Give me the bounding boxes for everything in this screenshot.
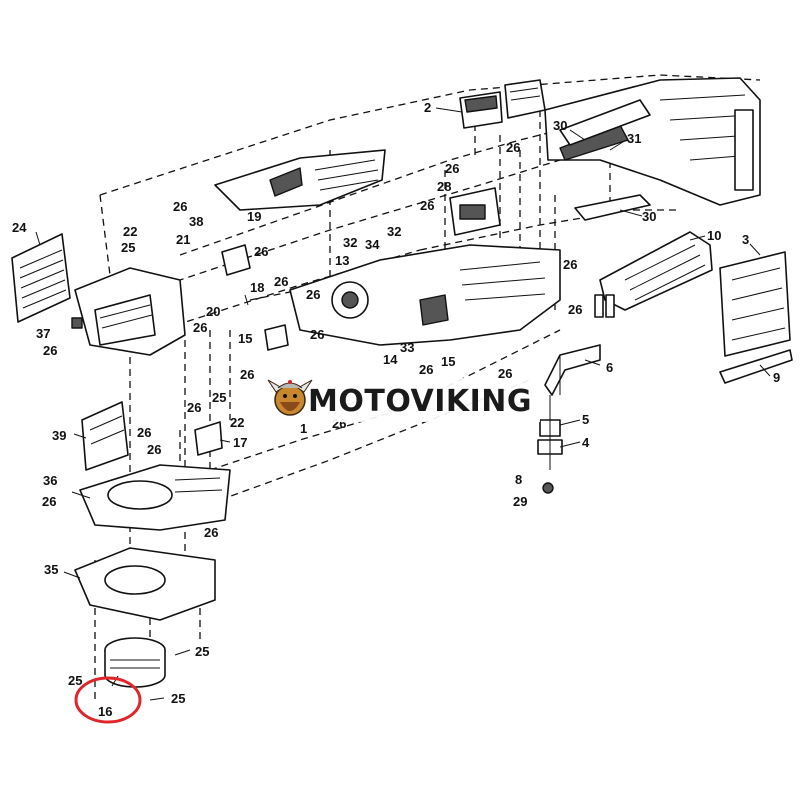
callout-31: 31: [627, 131, 641, 146]
callout-4: 4: [582, 435, 590, 450]
callout-6: 6: [606, 360, 613, 375]
viking-logo-icon: [267, 379, 313, 416]
callout-25: 25: [195, 644, 209, 659]
callout-26: 26: [193, 320, 207, 335]
leader-lines: [35, 107, 771, 701]
callout-15: 15: [238, 331, 252, 346]
callout-26: 26: [568, 302, 582, 317]
part-17-actuator: [194, 421, 223, 456]
callout-5: 5: [582, 412, 589, 427]
callout-26: 26: [563, 257, 577, 272]
watermark: MOTOVIKING: [262, 378, 540, 422]
callout-25: 25: [68, 673, 82, 688]
callout-26: 26: [274, 274, 288, 289]
callout-25: 25: [171, 691, 185, 706]
callout-26: 26: [254, 244, 268, 259]
part-2-duct-top: [459, 79, 546, 129]
callout-20: 20: [206, 304, 220, 319]
part-28-actuator: [449, 187, 501, 236]
part-recirc-housing: [71, 267, 186, 356]
part-9-bracket: [719, 349, 793, 384]
part-main-hvac-case: [289, 244, 561, 346]
callout-34: 34: [365, 237, 380, 252]
part-defrost-duct: [214, 149, 386, 211]
callout-30: 30: [553, 118, 567, 133]
callout-26: 26: [240, 367, 254, 382]
part-upper-plenum: [544, 77, 761, 206]
highlight-circle-part-16: [74, 676, 142, 724]
part-4-5-pipe-clamp: [537, 395, 563, 470]
callout-25: 25: [212, 390, 226, 405]
part-10-heater-core: [594, 231, 713, 318]
callout-1: 1: [300, 421, 307, 436]
callout-38: 38: [189, 214, 203, 229]
callout-26: 26: [419, 362, 433, 377]
callout-8: 8: [515, 472, 522, 487]
callout-16: 16: [98, 704, 112, 719]
callout-26: 26: [147, 442, 161, 457]
part-3-evaporator: [719, 251, 791, 357]
callout-26: 26: [204, 525, 218, 540]
callout-32: 32: [387, 224, 401, 239]
callout-35: 35: [44, 562, 58, 577]
callout-26: 26: [310, 327, 324, 342]
callout-25: 25: [121, 240, 135, 255]
callout-21: 21: [176, 232, 190, 247]
callout-39: 39: [52, 428, 66, 443]
callout-2: 2: [424, 100, 431, 115]
callout-18: 18: [250, 280, 264, 295]
part-35-blower-case-lower: [74, 547, 216, 621]
part-30-lower-duct: [574, 194, 651, 221]
callout-24: 24: [12, 220, 27, 235]
part-6-pipe-assembly: [544, 344, 601, 396]
callout-15: 15: [441, 354, 455, 369]
callout-26: 26: [498, 366, 512, 381]
callout-26: 26: [137, 425, 151, 440]
callout-22: 22: [123, 224, 137, 239]
part-15-actuator-left: [264, 324, 289, 351]
callout-10: 10: [707, 228, 721, 243]
callout-26: 26: [506, 140, 520, 155]
watermark-text: MOTOVIKING: [308, 384, 532, 419]
callout-26: 26: [43, 343, 57, 358]
callout-labels: 2 30 31 26 26 28 30 26 10 3 24 22 26 38 …: [12, 100, 780, 719]
callout-32: 32: [343, 235, 357, 250]
callout-26: 26: [173, 199, 187, 214]
callout-3: 3: [742, 232, 749, 247]
callout-28: 28: [437, 179, 451, 194]
callout-29: 29: [513, 494, 527, 509]
callout-17: 17: [233, 435, 247, 450]
callout-22: 22: [230, 415, 244, 430]
callout-13: 13: [335, 253, 349, 268]
callout-33: 33: [400, 340, 414, 355]
part-20-actuator: [221, 244, 251, 306]
callout-26: 26: [420, 198, 434, 213]
callout-26: 26: [187, 400, 201, 415]
callout-30: 30: [642, 209, 656, 224]
part-29-screw: [542, 482, 554, 494]
callout-26: 26: [42, 494, 56, 509]
part-24-filter-door: [11, 233, 71, 323]
callout-37: 37: [36, 326, 50, 341]
callout-26: 26: [306, 287, 320, 302]
callout-19: 19: [247, 209, 261, 224]
part-16-blower-motor: [104, 637, 166, 688]
callout-26: 26: [445, 161, 459, 176]
callout-36: 36: [43, 473, 57, 488]
part-36-blower-case-upper: [79, 464, 231, 531]
callout-14: 14: [383, 352, 398, 367]
part-39-filter: [81, 401, 129, 471]
callout-9: 9: [773, 370, 780, 385]
